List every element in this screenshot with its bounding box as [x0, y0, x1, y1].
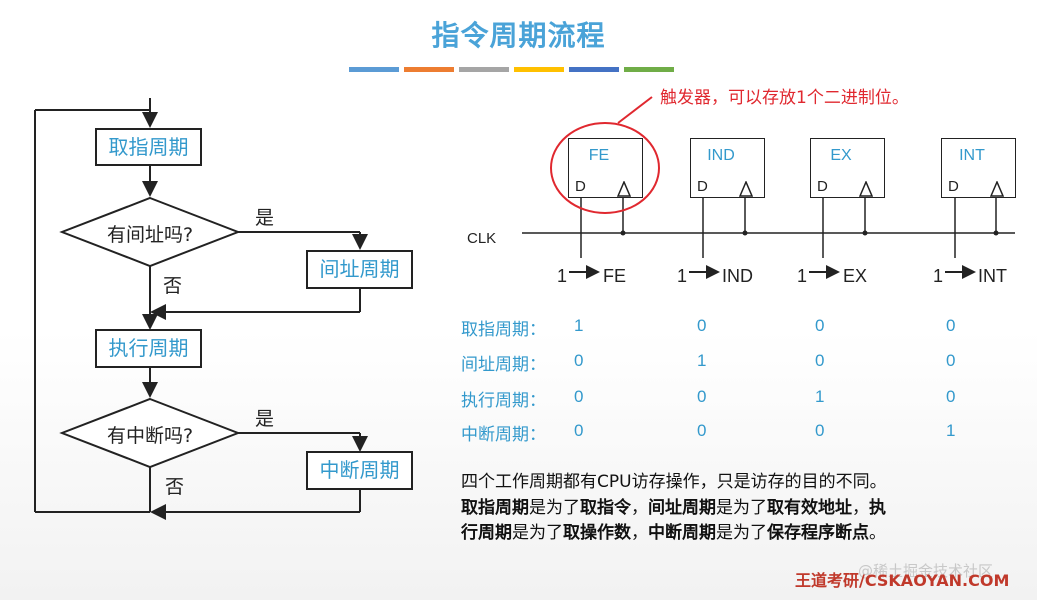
cell: 0	[697, 387, 707, 406]
note-text: ，	[852, 498, 869, 518]
interrupt-no-label: 否	[165, 476, 185, 498]
signal-int: INT	[978, 266, 1007, 286]
row-label-indirect: 间址周期：	[461, 355, 546, 375]
clock-triangle-icon	[990, 181, 1004, 197]
note-term: 取指周期	[461, 498, 529, 518]
cell: 0	[946, 387, 956, 406]
signal-one-int: 1	[933, 266, 944, 286]
interrupt-yes-label: 是	[255, 408, 275, 430]
note-text: 是为了	[512, 523, 563, 543]
cell: 1	[697, 351, 707, 370]
page-title: 指令周期流程	[431, 19, 606, 52]
brand-footer: 王道考研/CSKAOYAN.COM	[795, 571, 1010, 590]
flipflop-int-d: D	[948, 178, 959, 195]
flipflop-ex: EX D	[810, 138, 885, 198]
watermark: @稀土掘金技术社区	[858, 562, 994, 580]
clock-triangle-icon	[739, 181, 753, 197]
cell: 0	[946, 351, 956, 370]
color-bar-segment	[459, 67, 509, 72]
interrupt-cycle-box: 中断周期	[306, 451, 413, 490]
note-term: 取操作数	[563, 523, 631, 543]
row-label-execute: 执行周期：	[461, 391, 546, 411]
note-text: ，	[631, 498, 648, 518]
row-label-interrupt: 中断周期：	[461, 425, 546, 445]
flipflop-ind-d: D	[697, 178, 708, 195]
indirect-decision: 有间址吗?	[106, 224, 194, 246]
flipflop-ind-label: IND	[707, 147, 735, 164]
color-bar-segment	[569, 67, 619, 72]
signal-ind: IND	[722, 266, 753, 286]
note-term: 取指令	[580, 498, 631, 518]
note-text: 是为了	[529, 498, 580, 518]
color-bar-segment	[349, 67, 399, 72]
flipflop-fe: FE D	[568, 138, 643, 198]
note-line-3: 行周期是为了取操作数，中断周期是为了保存程序断点。	[461, 518, 886, 543]
clk-label: CLK	[467, 230, 497, 247]
cell: 1	[946, 421, 956, 440]
flipflop-int: INT D	[941, 138, 1016, 198]
color-bar-segment	[624, 67, 674, 72]
signal-ex: EX	[843, 266, 868, 286]
note-text: 。	[869, 523, 886, 543]
cell: 0	[815, 316, 825, 335]
note-term: 取有效地址	[767, 498, 852, 518]
cell: 1	[574, 316, 584, 335]
flipflop-int-label: INT	[959, 147, 985, 164]
execute-cycle-box: 执行周期	[95, 329, 202, 368]
note-term: 行周期	[461, 523, 512, 543]
signal-one-fe: 1	[557, 266, 568, 286]
cell: 0	[815, 351, 825, 370]
indirect-cycle-box: 间址周期	[306, 250, 413, 289]
signal-fe: FE	[603, 266, 627, 286]
cell: 0	[574, 387, 584, 406]
row-label-fetch: 取指周期：	[461, 320, 546, 340]
cell: 0	[697, 316, 707, 335]
flipflop-ex-label: EX	[830, 147, 852, 164]
cell: 0	[697, 421, 707, 440]
fetch-cycle-box: 取指周期	[95, 128, 202, 166]
flipflop-ind: IND D	[690, 138, 765, 198]
note-text: ，	[631, 523, 648, 543]
cell: 0	[946, 316, 956, 335]
indirect-no-label: 否	[163, 275, 183, 297]
flipflop-callout: 触发器，可以存放1个二进制位。	[660, 88, 909, 108]
color-bar-segment	[404, 67, 454, 72]
flipflop-ex-d: D	[817, 178, 828, 195]
flipflop-fe-label: FE	[588, 147, 610, 164]
note-term: 间址周期	[648, 498, 716, 518]
note-line-1: 四个工作周期都有CPU访存操作，只是访存的目的不同。	[461, 472, 887, 492]
interrupt-decision: 有中断吗?	[106, 425, 194, 447]
cell: 0	[815, 421, 825, 440]
clock-triangle-icon	[859, 181, 873, 197]
signal-one-ind: 1	[677, 266, 688, 286]
cell: 1	[815, 387, 825, 406]
note-term: 保存程序断点	[767, 523, 869, 543]
note-text: 是为了	[716, 523, 767, 543]
indirect-yes-label: 是	[255, 207, 275, 229]
signal-one-ex: 1	[797, 266, 808, 286]
flipflop-fe-d: D	[575, 178, 586, 195]
color-bar-segment	[514, 67, 564, 72]
cell: 0	[574, 421, 584, 440]
note-text: 是为了	[716, 498, 767, 518]
note-term: 中断周期	[648, 523, 716, 543]
note-term: 执	[869, 498, 886, 518]
cell: 0	[574, 351, 584, 370]
clock-triangle-icon	[617, 181, 631, 197]
note-line-2: 取指周期是为了取指令，间址周期是为了取有效地址，执	[461, 493, 886, 518]
